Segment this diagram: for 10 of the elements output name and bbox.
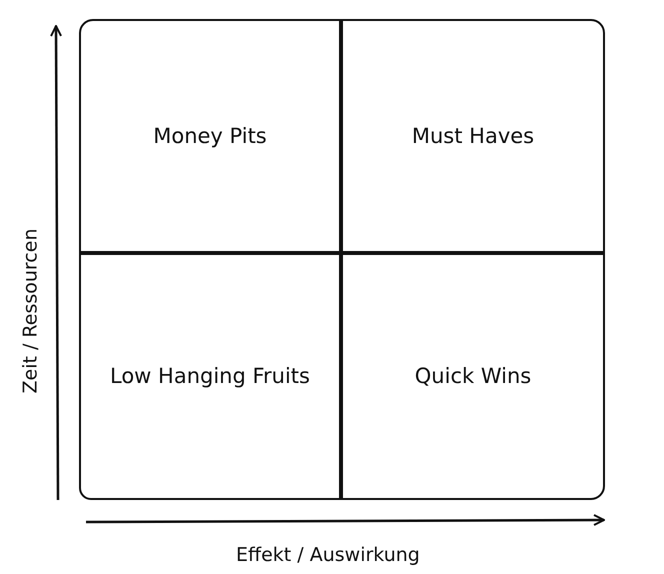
quadrant-label: Quick Wins bbox=[414, 363, 532, 390]
quadrant-box bbox=[79, 19, 341, 253]
quadrant-label: Low Hanging Fruits bbox=[110, 363, 310, 390]
quadrant-box bbox=[341, 19, 605, 253]
quadrant-box bbox=[341, 253, 605, 500]
quadrant-box bbox=[79, 253, 341, 500]
quadrant-label: Must Haves bbox=[412, 122, 534, 150]
axis-label: Effekt / Auswirkung bbox=[236, 544, 420, 566]
axis-label: Zeit / Ressourcen bbox=[20, 228, 42, 394]
quadrant-label: Money Pits bbox=[153, 122, 267, 150]
